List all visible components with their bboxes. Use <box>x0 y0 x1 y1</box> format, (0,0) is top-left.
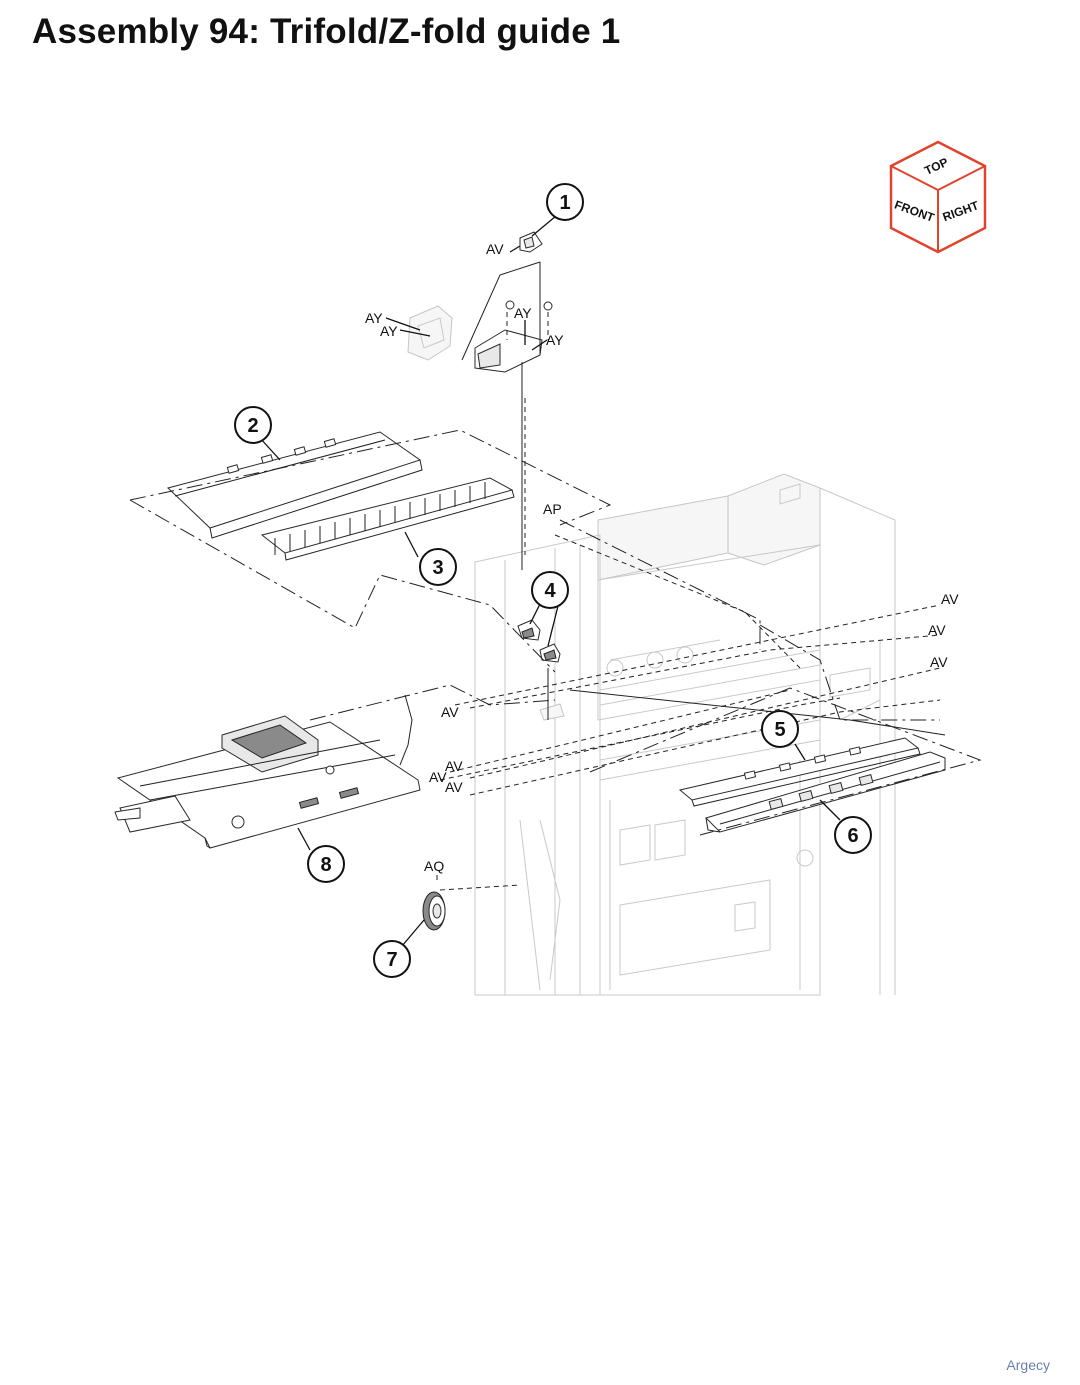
ref-label: AY <box>380 323 398 339</box>
part-6-lower-guide <box>705 751 946 833</box>
page-title: Assembly 94: Trifold/Z-fold guide 1 <box>32 12 621 51</box>
guide-ribs <box>274 482 486 555</box>
callout-number: 3 <box>432 557 443 579</box>
ref-label: AY <box>546 332 564 348</box>
callout-4: 4 <box>531 571 569 609</box>
callout-3: 3 <box>419 548 457 586</box>
callout-number: 6 <box>847 825 858 847</box>
ref-label: AV <box>486 241 504 257</box>
callout-6: 6 <box>834 816 872 854</box>
part-8-tray-assembly <box>114 694 421 849</box>
explode-lines <box>129 261 982 891</box>
callout-2: 2 <box>234 406 272 444</box>
part-1-sensor <box>519 231 543 253</box>
callout-number: 7 <box>386 949 397 971</box>
part-7-gear <box>422 891 446 931</box>
part-3-ribbed-guide <box>260 477 515 561</box>
ref-label: AV <box>930 654 948 670</box>
watermark: Argecy <box>1006 1357 1050 1373</box>
callout-5: 5 <box>761 710 799 748</box>
callout-number: 8 <box>320 854 331 876</box>
ref-label: AY <box>514 305 532 321</box>
ref-label: AP <box>543 501 562 517</box>
callout-number: 5 <box>774 719 785 741</box>
leader-lines <box>259 215 841 947</box>
sensor-bracket-ghost <box>407 305 453 361</box>
ref-label: AV <box>429 769 447 785</box>
ref-label: AV <box>941 591 959 607</box>
ref-label: AV <box>445 758 463 774</box>
ref-label: AV <box>445 779 463 795</box>
ref-label: AQ <box>424 858 444 874</box>
callout-number: 4 <box>544 580 556 602</box>
part-2-guide-plate <box>167 431 423 539</box>
part-5-lower-guide <box>678 737 921 807</box>
reference-labels: AV AY AY AY AY AP AV AV AV AV AV AV AV A… <box>365 241 959 874</box>
callout-number: 1 <box>559 192 570 214</box>
callout-8: 8 <box>307 845 345 883</box>
ref-label: AV <box>928 622 946 638</box>
ref-label: AV <box>441 704 459 720</box>
part-4-sensors <box>517 619 565 721</box>
callout-7: 7 <box>373 940 411 978</box>
ref-label: AY <box>365 310 383 326</box>
callout-number: 2 <box>247 415 258 437</box>
orientation-cube-icon: TOP FRONT RIGHT <box>889 140 987 254</box>
frame-ghost <box>474 473 896 996</box>
callout-1: 1 <box>546 183 584 221</box>
